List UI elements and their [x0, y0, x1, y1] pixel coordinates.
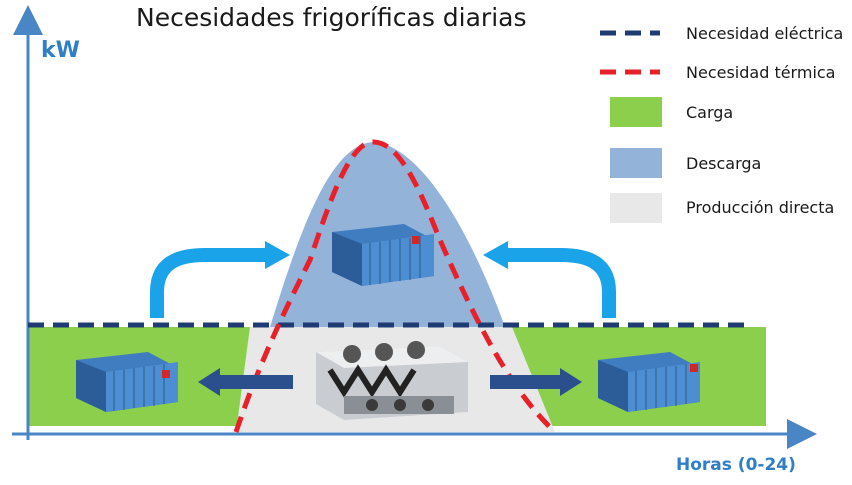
arrow-produccion-left-head	[198, 368, 220, 396]
legend-carga-swatch	[610, 97, 662, 127]
arrow-carga-to-descarga-right	[505, 248, 616, 318]
legend-label-necesidad-termica: Necesidad térmica	[686, 63, 836, 82]
arrow-produccion-right-head	[560, 368, 582, 396]
arrow-produccion-right-shaft	[490, 375, 562, 389]
legend-label-descarga: Descarga	[686, 154, 762, 173]
chiller-unit	[316, 341, 468, 420]
x-axis-label: Horas (0-24)	[676, 455, 796, 475]
legend-label-carga: Carga	[686, 103, 734, 122]
y-axis-label: kW	[41, 38, 80, 63]
ice-storage-tank-right	[598, 352, 700, 412]
necesidad-termica-curve	[233, 139, 557, 434]
arrow-carga-to-descarga-left	[150, 248, 268, 318]
chart-title: Necesidades frigoríficas diarias	[136, 3, 527, 32]
arrow-head-left	[265, 241, 290, 269]
arrow-head-right	[483, 241, 508, 269]
legend-produccion-directa-swatch	[610, 193, 662, 223]
arrow-produccion-left-shaft	[218, 375, 293, 389]
legend-label-necesidad-electrica: Necesidad eléctrica	[686, 24, 844, 43]
ice-storage-tank-left	[76, 352, 178, 412]
ice-storage-tank-center	[332, 224, 434, 286]
legend-label-produccion-directa: Producción directa	[686, 198, 835, 217]
legend-descarga-swatch	[610, 148, 662, 178]
